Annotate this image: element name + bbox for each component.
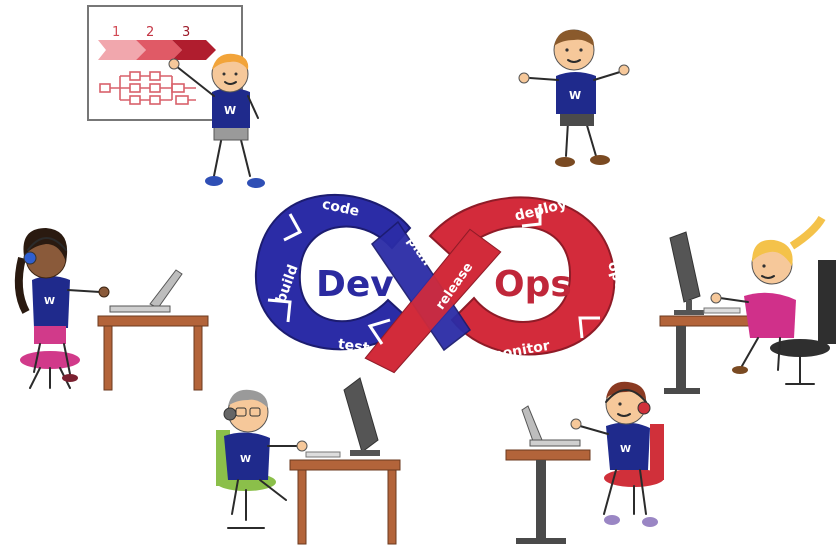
w-logo-icon: W (620, 444, 631, 455)
laptop-icon (521, 405, 581, 447)
step-label-1: 1 (112, 25, 120, 40)
shrugging-person: W (518, 29, 630, 167)
devops-infinity-loop: code build test plan release deploy oper… (254, 193, 638, 374)
stage-test: test (337, 336, 370, 356)
w-logo-icon: W (224, 104, 236, 117)
step-label-3: 3 (182, 25, 190, 40)
left-desk-workstation: W (14, 228, 209, 391)
step-label-2: 2 (146, 25, 154, 40)
dev-word: Dev (316, 264, 394, 305)
computer-monitor-icon (669, 231, 704, 315)
laptop-icon (109, 269, 183, 313)
whiteboard-step-arrows: 1 2 3 (98, 25, 216, 60)
stage-code: code (321, 196, 361, 219)
w-logo-icon: W (240, 454, 251, 465)
right-desk-workstation (659, 215, 836, 394)
w-logo-icon: W (569, 89, 581, 102)
bottom-right-workstation: W (505, 381, 664, 544)
w-logo-icon: W (44, 296, 55, 307)
bottom-left-workstation: W (216, 377, 401, 545)
whiteboard-flow-diagram (99, 71, 196, 105)
headset-icon (23, 237, 67, 265)
headset-icon (605, 389, 651, 415)
headset-icon (223, 407, 237, 421)
computer-monitor-icon (343, 377, 380, 456)
ops-word: Ops (494, 264, 572, 305)
presenter-person: W (168, 53, 265, 188)
